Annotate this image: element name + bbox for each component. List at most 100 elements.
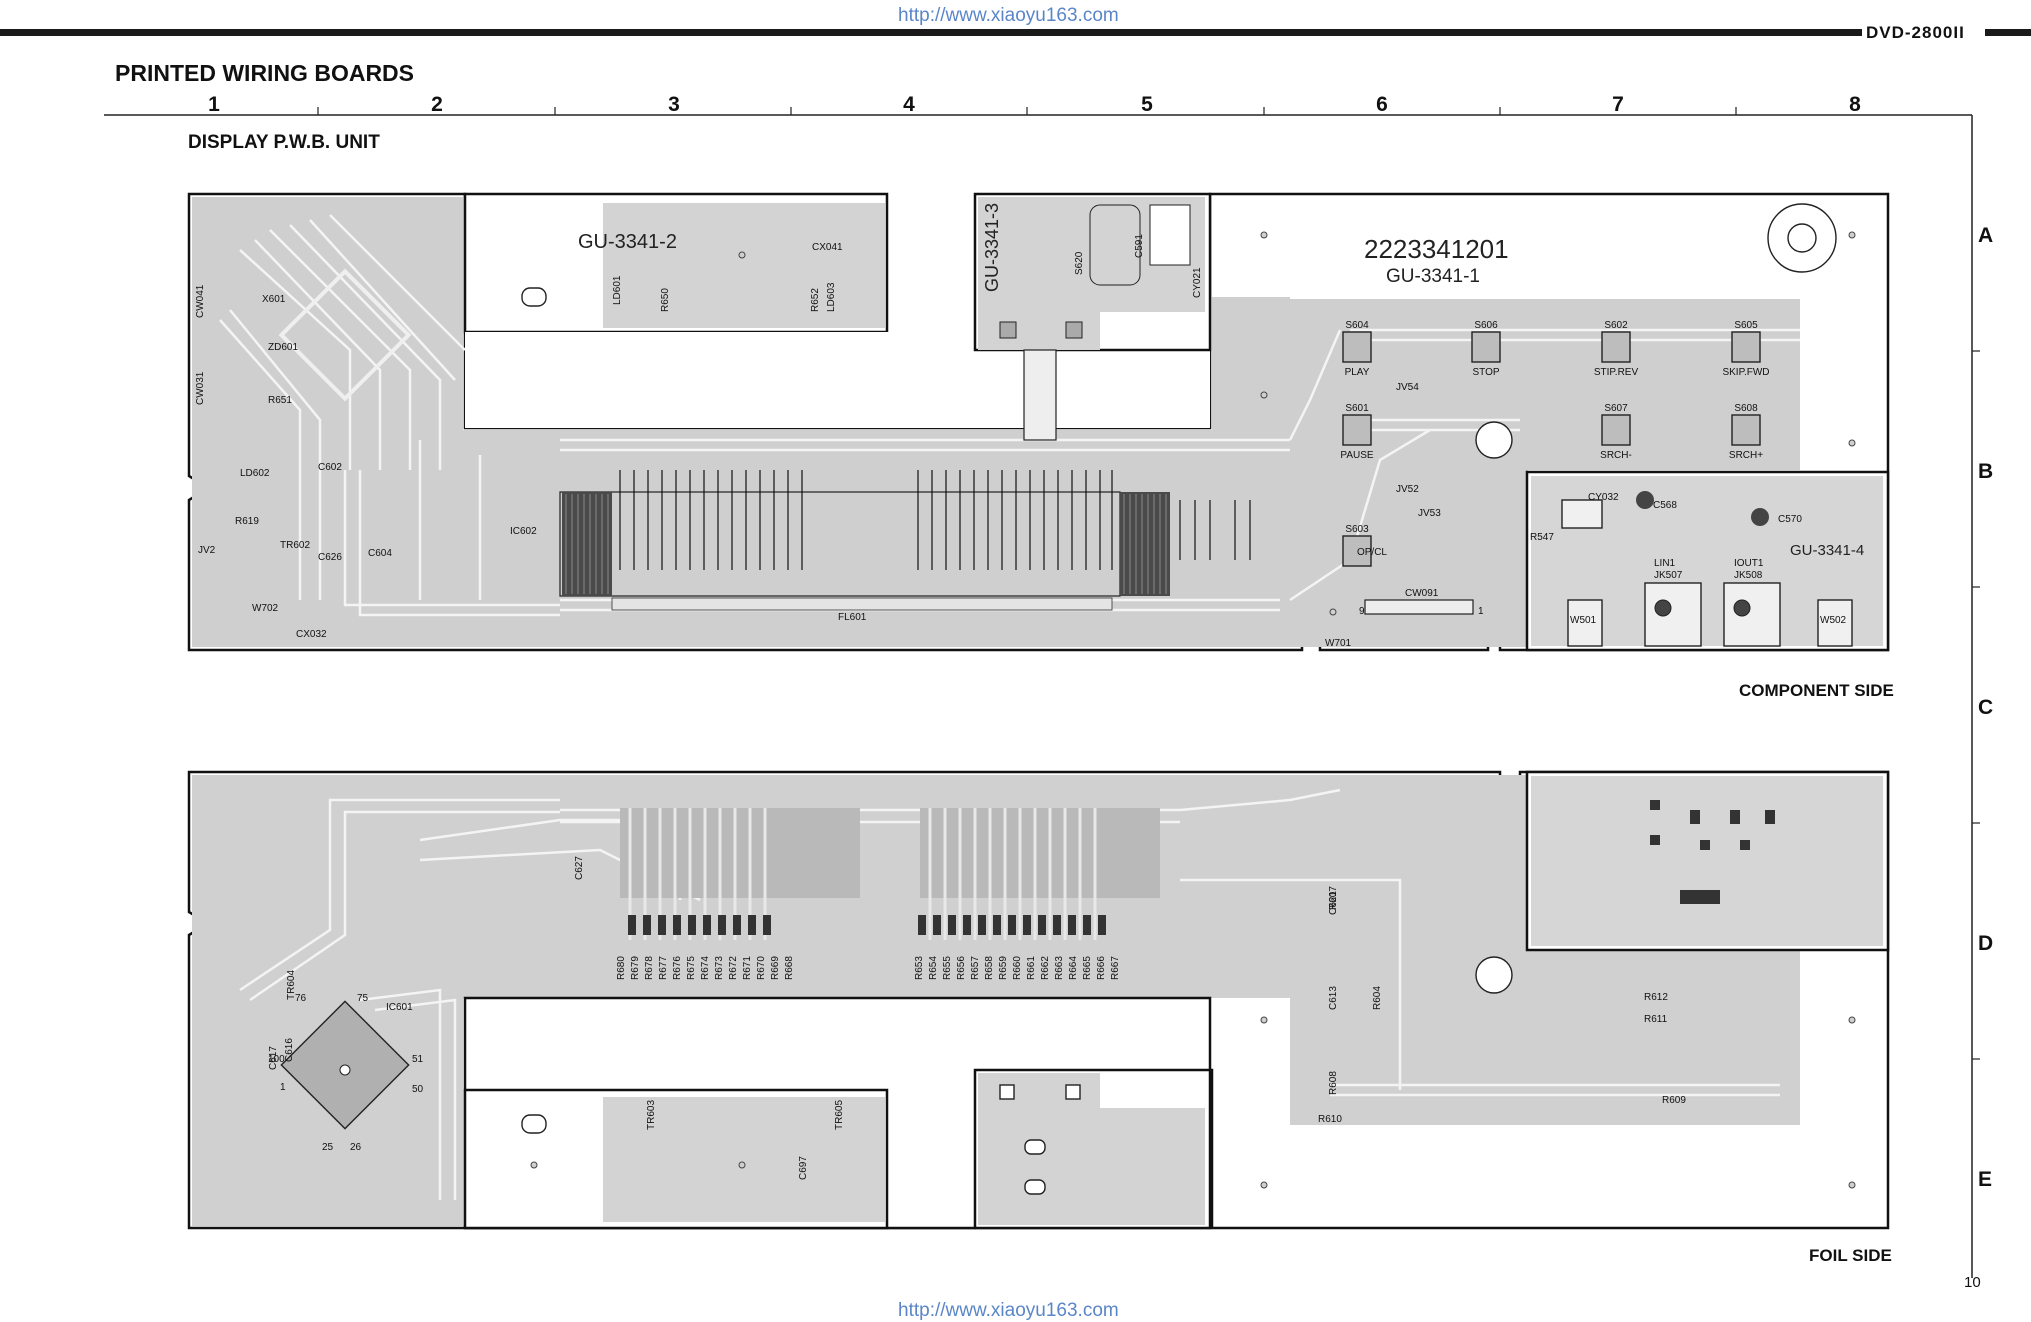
svg-text:R660: R660 [1012, 956, 1023, 980]
svg-text:R653: R653 [914, 956, 925, 980]
grid-row-d: D [1978, 932, 1994, 955]
svg-text:R651: R651 [268, 395, 292, 406]
svg-text:50: 50 [412, 1084, 424, 1095]
foil-side-label: FOIL SIDE [1809, 1246, 1892, 1265]
svg-text:R669: R669 [770, 956, 781, 980]
svg-text:S603: S603 [1345, 524, 1369, 535]
svg-text:CY032: CY032 [1588, 492, 1619, 503]
bottom-url[interactable]: http://www.xiaoyu163.com [898, 1300, 1119, 1321]
unit-title: DISPLAY P.W.B. UNIT [188, 132, 380, 153]
svg-text:R655: R655 [942, 956, 953, 980]
svg-text:1: 1 [1478, 606, 1484, 617]
svg-text:R673: R673 [714, 956, 725, 980]
svg-text:TR605: TR605 [834, 1100, 845, 1130]
svg-text:R672: R672 [728, 956, 739, 980]
svg-text:SRCH+: SRCH+ [1729, 450, 1763, 461]
svg-text:R680: R680 [616, 956, 627, 980]
svg-text:JV52: JV52 [1396, 484, 1419, 495]
svg-text:R670: R670 [756, 956, 767, 980]
svg-text:C616: C616 [284, 1038, 295, 1062]
grid-frame [104, 107, 1980, 1278]
board-number-gu-3341-2: GU-3341-2 [578, 231, 677, 253]
grid-col-7: 7 [1612, 93, 1624, 116]
svg-text:R662: R662 [1040, 956, 1051, 980]
svg-text:S608: S608 [1734, 403, 1758, 414]
grid-row-b: B [1978, 460, 1994, 483]
svg-text:R679: R679 [630, 956, 641, 980]
svg-text:LIN1: LIN1 [1654, 558, 1676, 569]
svg-text:S605: S605 [1734, 320, 1758, 331]
svg-text:R674: R674 [700, 956, 711, 980]
grid-col-6: 6 [1376, 93, 1388, 116]
svg-text:C613: C613 [1328, 986, 1339, 1010]
svg-text:LD601: LD601 [612, 275, 623, 305]
svg-text:S604: S604 [1345, 320, 1369, 331]
grid-col-1: 1 [208, 93, 220, 116]
board-number-gu-3341-1: GU-3341-1 [1386, 266, 1480, 287]
svg-text:R656: R656 [956, 956, 967, 980]
grid-col-5: 5 [1141, 93, 1153, 116]
svg-text:R619: R619 [235, 516, 259, 527]
board-number-gu-3341-4: GU-3341-4 [1790, 542, 1864, 559]
svg-text:R547: R547 [1530, 532, 1554, 543]
svg-text:SKIP.FWD: SKIP.FWD [1722, 367, 1769, 378]
header-bar [0, 29, 1862, 36]
grid-col-8: 8 [1849, 93, 1861, 116]
svg-text:R677: R677 [658, 956, 669, 980]
svg-text:TR603: TR603 [646, 1100, 657, 1130]
top-url[interactable]: http://www.xiaoyu163.com [898, 5, 1119, 26]
svg-text:LD603: LD603 [826, 282, 837, 312]
svg-text:R663: R663 [1054, 956, 1065, 980]
svg-text:R667: R667 [1110, 956, 1121, 980]
svg-text:JK508: JK508 [1734, 570, 1763, 581]
svg-text:R657: R657 [970, 956, 981, 980]
svg-text:C604: C604 [368, 548, 392, 559]
svg-text:R671: R671 [742, 956, 753, 980]
svg-text:JV2: JV2 [198, 545, 216, 556]
svg-text:R608: R608 [1328, 1071, 1339, 1095]
svg-text:R650: R650 [660, 288, 671, 312]
svg-text:JV54: JV54 [1396, 382, 1419, 393]
svg-text:W702: W702 [252, 603, 279, 614]
page-number: 10 [1964, 1274, 1981, 1291]
svg-text:JK507: JK507 [1654, 570, 1683, 581]
svg-text:R659: R659 [998, 956, 1009, 980]
svg-text:W501: W501 [1570, 615, 1597, 626]
svg-text:S601: S601 [1345, 403, 1369, 414]
svg-text:W701: W701 [1325, 638, 1352, 649]
svg-text:C697: C697 [798, 1156, 809, 1180]
svg-text:PAUSE: PAUSE [1340, 450, 1373, 461]
svg-text:S606: S606 [1474, 320, 1498, 331]
svg-text:R611: R611 [1644, 1014, 1668, 1025]
grid-row-e: E [1978, 1168, 1993, 1191]
svg-text:26: 26 [350, 1142, 362, 1153]
grid-row-c: C [1978, 696, 1994, 719]
svg-text:CX041: CX041 [812, 242, 843, 253]
svg-text:R666: R666 [1096, 956, 1107, 980]
svg-text:100: 100 [268, 1054, 285, 1065]
grid-col-3: 3 [668, 93, 680, 116]
svg-text:CW091: CW091 [1405, 588, 1439, 599]
svg-text:S620: S620 [1074, 251, 1085, 275]
component-side-label: COMPONENT SIDE [1739, 681, 1894, 700]
model-name: DVD-2800II [1866, 23, 1965, 42]
svg-text:C617: C617 [268, 1046, 279, 1070]
svg-text:9: 9 [1359, 606, 1365, 617]
svg-text:CW041: CW041 [195, 284, 206, 318]
svg-text:R652: R652 [810, 288, 821, 312]
svg-text:75: 75 [357, 993, 369, 1004]
svg-text:W502: W502 [1820, 615, 1847, 626]
page-title: PRINTED WIRING BOARDS [115, 60, 414, 86]
svg-text:R654: R654 [928, 956, 939, 980]
svg-text:25: 25 [322, 1142, 334, 1153]
svg-text:C570: C570 [1778, 514, 1802, 525]
svg-text:STIP.REV: STIP.REV [1594, 367, 1639, 378]
header-bar-right [1985, 29, 2031, 36]
svg-text:TR604: TR604 [286, 970, 297, 1000]
svg-text:R664: R664 [1068, 956, 1079, 980]
svg-text:CY021: CY021 [1192, 267, 1203, 298]
svg-text:R607: R607 [1328, 886, 1339, 910]
grid-row-a: A [1978, 224, 1994, 247]
svg-text:JV53: JV53 [1418, 508, 1441, 519]
